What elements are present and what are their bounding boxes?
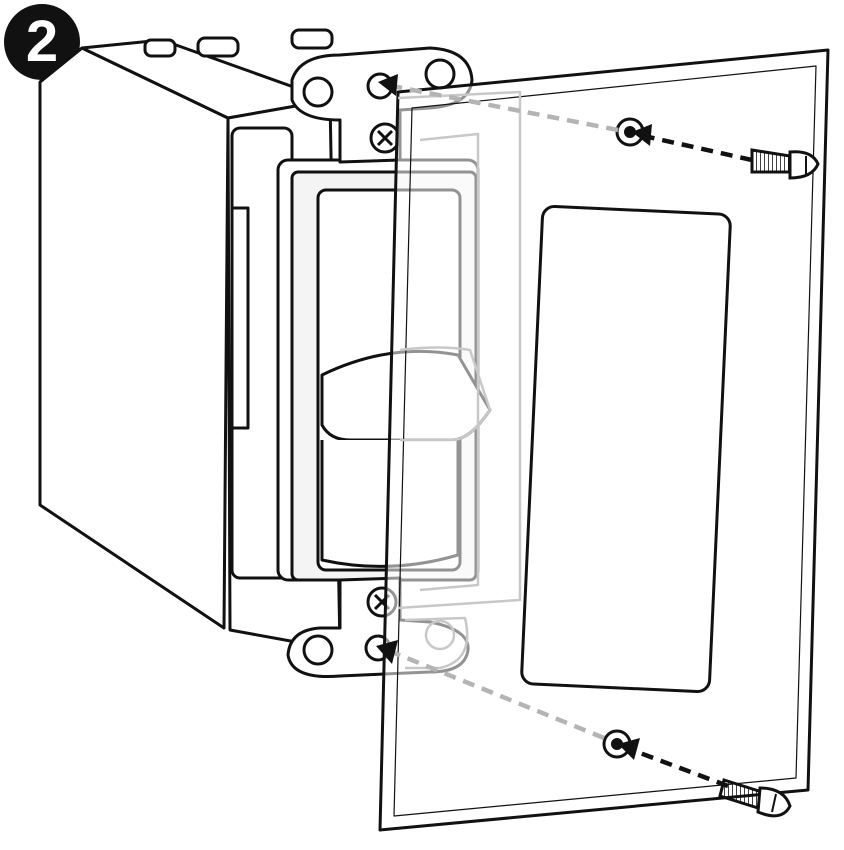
wall-plate-bevel	[393, 65, 817, 817]
plate-screw-icon	[718, 778, 792, 818]
dimmer-side-window	[230, 206, 250, 430]
step-number: 2	[25, 9, 59, 74]
dashed-arrow-icon	[376, 74, 753, 789]
ear-hole	[302, 76, 334, 108]
wall-box-side	[38, 46, 230, 630]
wall-box-boss	[196, 36, 240, 58]
wall-box-boss	[290, 28, 334, 50]
ear-hole	[302, 634, 334, 666]
wall-box-boss	[143, 38, 177, 58]
ear-hole	[424, 58, 456, 90]
plate-screw-icon	[750, 148, 820, 180]
step-number-badge: 2	[4, 4, 80, 80]
plate-opening	[520, 205, 732, 693]
decorator-wall-plate	[378, 48, 830, 832]
ghost-device	[397, 90, 522, 670]
